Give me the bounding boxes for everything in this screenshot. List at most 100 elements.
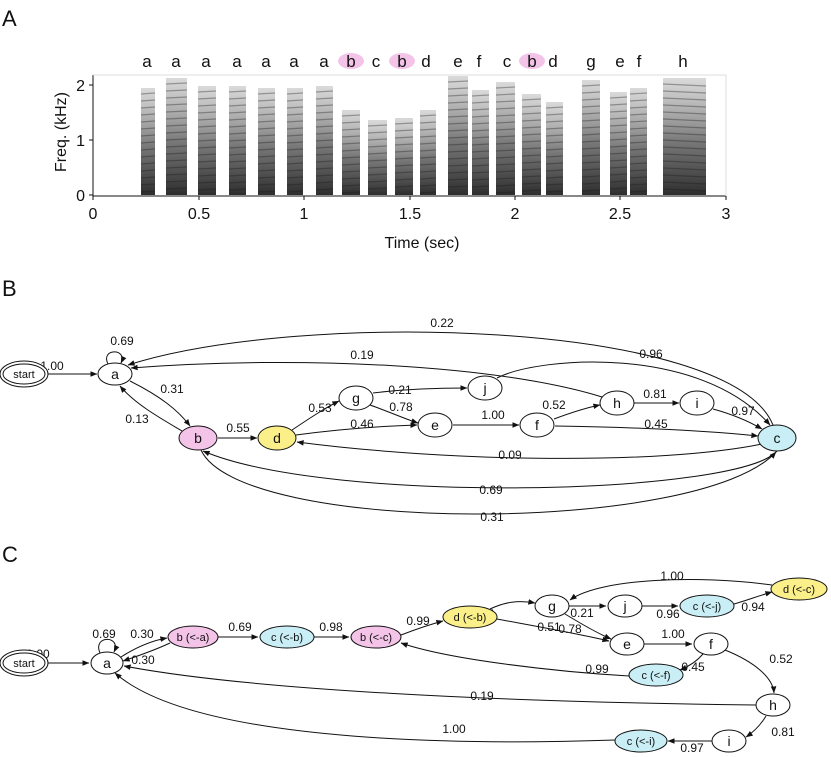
graph-node-f: f (519, 412, 555, 438)
spectrogram-harmonic (140, 113, 156, 116)
syllable-label: b (527, 52, 536, 71)
spectrogram-harmonic (140, 169, 156, 172)
syllable-highlight (389, 53, 415, 69)
graph-edge-h-to-a: 0.19 (130, 348, 603, 398)
spectrogram-harmonic (521, 140, 542, 143)
spectrogram-harmonic (545, 162, 564, 165)
syllable-label: c (503, 52, 512, 71)
edge-label: 1.00 (442, 722, 466, 736)
graph-edge-a-to-a: 0.69 (92, 627, 120, 654)
spectrogram-harmonic (367, 180, 388, 183)
spectrogram-harmonic (629, 92, 648, 95)
spectrogram-harmonic (257, 92, 276, 95)
spectrogram-harmonic (257, 134, 276, 137)
graph-edge-c-to-b: 0.69 (202, 450, 778, 497)
graph-edge-d-to-e: 0.46 (295, 417, 418, 436)
spectrogram-harmonic (581, 182, 601, 185)
spectrogram-harmonic (662, 132, 707, 136)
graph-edge-h-to-i: 0.81 (745, 715, 795, 739)
spectrogram-harmonic (197, 174, 217, 177)
spectrogram-harmonic (609, 138, 628, 141)
spectrogram-harmonic (521, 161, 542, 164)
spectrogram-harmonic (165, 145, 188, 148)
spectrogram-harmonic (545, 134, 564, 137)
graph-node-b: b (178, 425, 218, 451)
graph-node-d-c: d (<-c) (770, 577, 828, 601)
edge-path (553, 403, 601, 420)
graph-node-i: i (711, 729, 747, 753)
node-label: start (13, 369, 34, 381)
edge-path (724, 649, 777, 694)
spectrogram-harmonic (315, 90, 334, 93)
graph-edge-b-c-to-d-b: 0.99 (400, 614, 444, 636)
spectrogram-harmonic (662, 181, 707, 185)
edge-path (295, 422, 418, 436)
node-ellipse (257, 425, 297, 451)
spectrogram-syllable-block (166, 78, 187, 195)
node-label: c (<-i) (627, 736, 655, 748)
spectrogram-harmonic (419, 156, 437, 159)
syllable-label: a (201, 52, 211, 71)
spectrogram-harmonic (315, 167, 334, 170)
graph-edge-f-to-h: 0.52 (542, 398, 601, 420)
graph-edge-h-to-a: 0.19 (123, 664, 757, 706)
spectrogram-syllable-block (610, 92, 627, 195)
node-label: i (695, 395, 698, 411)
spectrogram-harmonic (257, 141, 276, 144)
spectrogram-harmonic (140, 190, 156, 193)
spectrogram-harmonic (197, 160, 217, 163)
spectrogram-harmonic (257, 99, 276, 102)
spectrogram-harmonic (315, 118, 334, 121)
spectrogram-harmonic (315, 188, 334, 191)
panel-label-b: B (2, 276, 17, 301)
spectrogram-harmonic (257, 190, 276, 193)
node-ellipse (755, 693, 791, 717)
spectrogram-harmonic (609, 159, 628, 162)
spectrogram-harmonic (447, 80, 469, 83)
spectrogram-harmonic (341, 184, 361, 187)
spectrogram-harmonic (419, 163, 437, 166)
graph-node-j: j (607, 594, 643, 618)
graph-edge-e-to-f: 1.00 (644, 627, 693, 647)
spectrogram-harmonic (495, 163, 516, 166)
x-tick-label: 0 (89, 206, 98, 223)
spectrogram-syllable-block (546, 102, 563, 195)
spectrogram-harmonic (495, 156, 516, 159)
graph-node-c-b: c (<-b) (259, 625, 315, 649)
spectrogram-harmonic (228, 181, 247, 184)
spectrogram-harmonic (521, 126, 542, 129)
spectrogram-harmonic (447, 108, 469, 111)
graph-edge-f-to-c-f: 0.45 (679, 653, 705, 674)
spectrogram-harmonic (367, 159, 388, 162)
spectrogram-syllable-block (141, 88, 155, 195)
node-label: b (<-c) (360, 632, 392, 644)
graph-edge-g-to-j: 0.21 (569, 603, 607, 620)
spectrogram-harmonic (495, 86, 516, 89)
spectrogram-harmonic (545, 106, 564, 109)
spectrogram-harmonic (341, 163, 361, 166)
edge-label: 0.21 (388, 383, 412, 397)
spectrogram-harmonic (629, 169, 648, 172)
spectrogram-harmonic (257, 113, 276, 116)
node-ellipse (259, 625, 315, 649)
edge-label: 0.81 (643, 387, 667, 401)
syllable-label: a (289, 52, 299, 71)
spectrogram-harmonic (581, 126, 601, 129)
graph-edge-g-to-j: 0.21 (372, 383, 468, 397)
spectrogram-harmonic (447, 129, 469, 132)
spectrogram-harmonic (197, 153, 217, 156)
transition-graph-b: 1.000.690.310.130.550.530.460.210.781.00… (0, 316, 797, 524)
edge-label: 0.30 (130, 627, 154, 641)
edge-label: 0.94 (741, 600, 765, 614)
spectrogram-harmonic (286, 92, 304, 95)
spectrogram-harmonic (315, 153, 334, 156)
graph-node-d-b: d (<-b) (442, 605, 498, 629)
edge-label: 0.31 (480, 510, 504, 524)
spectrogram-harmonic (471, 136, 490, 139)
graph-edge-b-a-to-c-b: 0.69 (218, 620, 259, 640)
spectrogram-harmonic (140, 120, 156, 123)
spectrogram-harmonic (471, 185, 490, 188)
syllable-highlight (519, 53, 545, 69)
edge-path (129, 380, 191, 427)
spectrogram-harmonic (286, 106, 304, 109)
